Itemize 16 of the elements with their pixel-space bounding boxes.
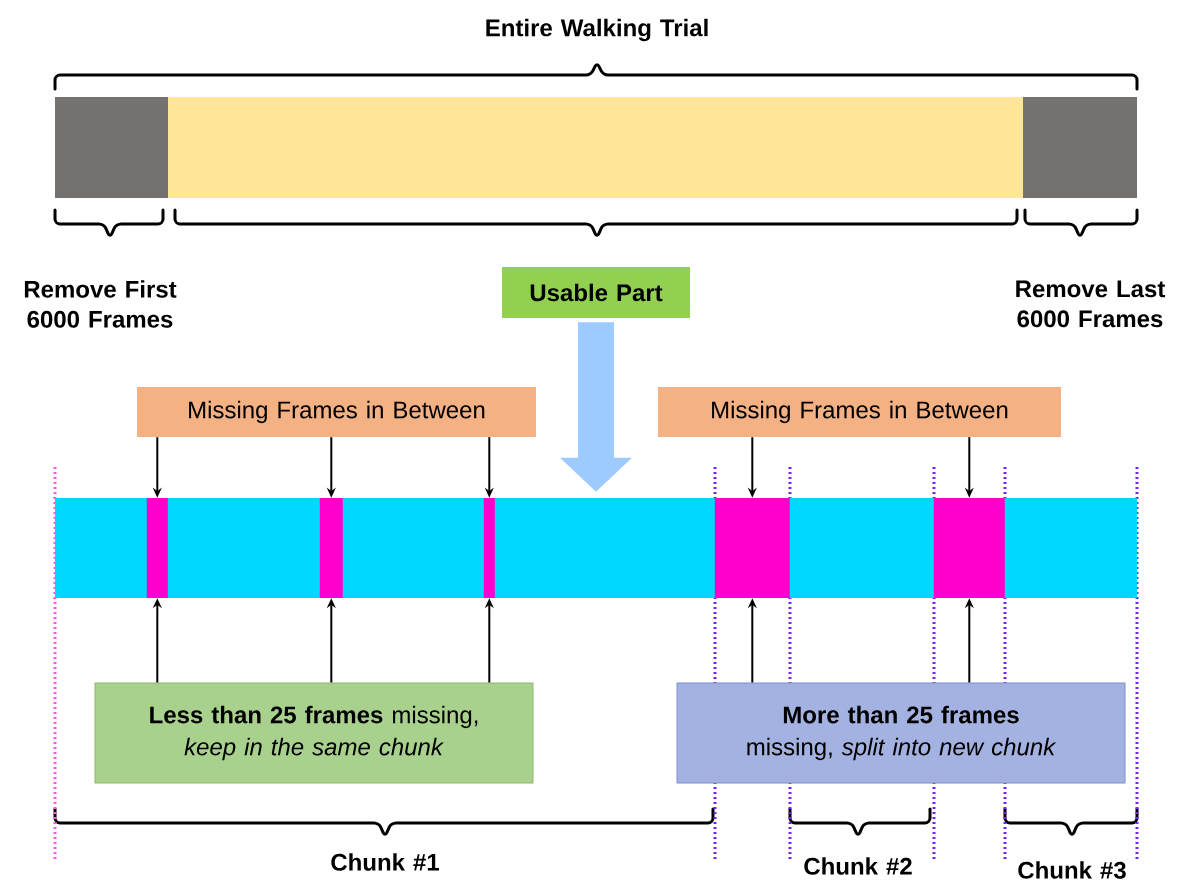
bracket-label: Chunk #3 — [1018, 861, 1126, 879]
bracket-label: Chunk #1 — [331, 853, 439, 871]
gap-bar — [714, 498, 790, 598]
gap-bar — [319, 498, 343, 598]
callout-box: More than 25 frames missing, split into new chunk — [676, 682, 1126, 784]
callout-box: Missing Frames in Between — [137, 387, 536, 437]
bracket-label: Remove Last 6000 Frames — [1016, 280, 1166, 328]
bracket-label: Chunk #2 — [804, 857, 912, 875]
label-box: Usable Part — [502, 267, 690, 318]
gap-bar — [933, 498, 1005, 598]
callout-box: Missing Frames in Between — [658, 387, 1061, 437]
bracket-label: Entire Walking Trial — [486, 18, 708, 42]
gap-bar — [146, 498, 168, 598]
gap-bar — [483, 498, 495, 598]
callout-box: Less than 25 frames missing, keep in the same chunk — [94, 682, 534, 784]
bracket-label: Remove First 6000 Frames — [24, 280, 177, 328]
